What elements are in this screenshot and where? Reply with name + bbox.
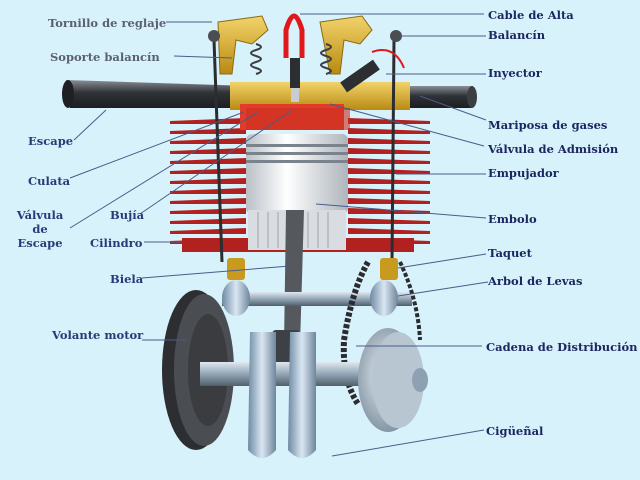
label-embolo: Embolo — [488, 212, 537, 226]
cylinder-fin — [170, 138, 246, 144]
label-culata: Culata — [28, 174, 71, 188]
label-soporte-balancin: Soporte balancín — [50, 50, 160, 64]
cylinder-fin — [348, 128, 430, 134]
label-valvula-escape: Válvula de Escape — [16, 208, 64, 250]
cylinder-fins — [170, 118, 430, 252]
cylinder-head — [230, 82, 410, 130]
label-bujia: Bujía — [110, 208, 145, 222]
crankshaft — [200, 328, 428, 458]
label-volante-motor: Volante motor — [52, 328, 144, 342]
tappets — [227, 258, 398, 280]
cylinder-fin — [170, 218, 246, 224]
rocker-assembly — [208, 15, 402, 75]
label-cilindro: Cilindro — [90, 236, 143, 250]
cylinder-fin — [170, 188, 246, 194]
spark-plug — [283, 13, 305, 102]
injector — [340, 49, 405, 93]
cylinder-fin — [170, 198, 246, 204]
label-valvula-admision: Válvula de Admisión — [488, 142, 619, 156]
intake-pipe — [400, 86, 477, 108]
cylinder-fin — [348, 148, 430, 154]
label-mariposa-gases: Mariposa de gases — [488, 118, 608, 132]
cylinder-fin — [348, 138, 430, 144]
cylinder-fin — [348, 218, 430, 224]
label-tornillo-reglaje: Tornillo de reglaje — [48, 16, 167, 30]
cylinder-fin — [348, 168, 430, 174]
label-escape: Escape — [28, 134, 74, 148]
label-inyector: Inyector — [488, 66, 542, 80]
label-empujador: Empujador — [488, 166, 559, 180]
leader-lines — [69, 13, 489, 457]
cylinder-fin — [348, 208, 430, 214]
cylinder-fin — [170, 148, 246, 154]
cylinder-fin — [170, 158, 246, 164]
cylinder-fin — [170, 118, 246, 124]
cylinder-fin — [170, 128, 246, 134]
label-ciguenal: Cigüeñal — [486, 424, 544, 438]
label-arbol-levas: Arbol de Levas — [488, 274, 583, 288]
label-balancin: Balancín — [488, 28, 546, 42]
cylinder-fin — [170, 178, 246, 184]
piston — [246, 134, 348, 250]
cylinder-fin — [170, 228, 246, 234]
label-biela: Biela — [110, 272, 144, 286]
cylinder-fin — [170, 208, 246, 214]
cylinder-fin — [348, 158, 430, 164]
cylinder-fin — [348, 188, 430, 194]
label-cable-alta: Cable de Alta — [488, 8, 574, 22]
pushrods — [212, 39, 396, 263]
label-taquet: Taquet — [488, 246, 532, 260]
exhaust-pipe — [62, 80, 250, 108]
camshaft — [222, 280, 412, 316]
timing-chain — [340, 260, 422, 406]
cylinder-fin — [348, 198, 430, 204]
cylinder-fin — [348, 178, 430, 184]
cylinder-fin — [348, 228, 430, 234]
cylinder-fin — [348, 118, 430, 124]
cylinder-fin — [170, 168, 246, 174]
label-cadena-distribucion: Cadena de Distribución — [486, 340, 638, 354]
